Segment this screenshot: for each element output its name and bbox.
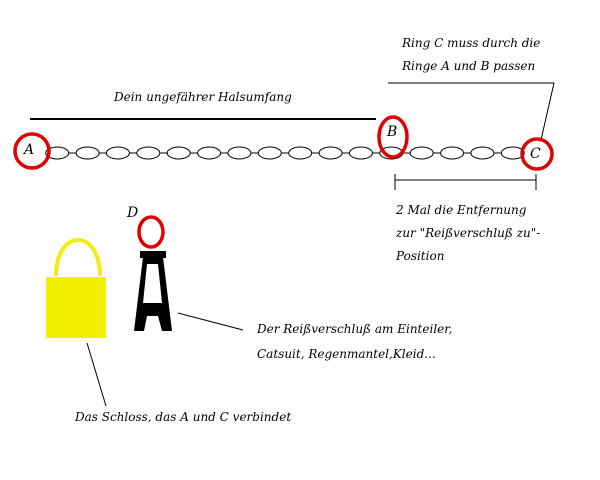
distance-dimension: [394, 174, 537, 190]
zipper-note-line2: Catsuit, Regenmantel,Kleid...: [257, 347, 436, 361]
chain-link: [227, 146, 252, 160]
chain-link: [197, 146, 222, 160]
chain-link: [348, 146, 373, 160]
chain-link: [318, 146, 343, 160]
chain-link: [136, 146, 161, 160]
chain-link: [257, 146, 282, 160]
ring-c-note-line2: Ringe A und B passen: [402, 59, 536, 73]
ring-a: [13, 132, 51, 170]
ring-c: [520, 137, 554, 171]
lock-pointer: [86, 342, 107, 407]
ring-d-label: D: [127, 205, 139, 221]
chain: [45, 146, 525, 160]
neck-circumference-text: Dein ungefährer Halsumfang: [114, 90, 292, 104]
ring-d: [137, 215, 165, 249]
distance-note-line2: zur "Reißverschluß zu"-: [396, 226, 541, 240]
ring-a-label: A: [24, 142, 35, 158]
chain-link: [409, 146, 434, 160]
chain-link: [75, 146, 100, 160]
ring-c-label: C: [530, 146, 541, 162]
zipper-note-line1: Der Reißverschluß am Einteiler,: [257, 322, 453, 336]
padlock: [46, 238, 106, 338]
ring-b: [377, 115, 409, 159]
ring-c-note-line1: Ring C muss durch die: [402, 36, 541, 50]
chain-link: [166, 146, 191, 160]
chain-link: [440, 146, 465, 160]
padlock-shackle: [54, 238, 102, 277]
chain-link: [105, 146, 130, 160]
zipper-pull-body: [134, 257, 172, 331]
zipper-pull: [134, 215, 172, 331]
padlock-body: [46, 277, 106, 338]
zipper-pointer: [177, 312, 244, 331]
chain-link: [288, 146, 313, 160]
distance-note-line1: 2 Mal die Entfernung: [396, 203, 527, 217]
chain-link: [500, 146, 525, 160]
ring-c-pointer: [388, 82, 555, 141]
lock-note: Das Schloss, das A und C verbindet: [75, 410, 292, 424]
ring-b-label: B: [387, 124, 398, 140]
chain-link: [470, 146, 495, 160]
distance-note-line3: Position: [396, 249, 445, 263]
